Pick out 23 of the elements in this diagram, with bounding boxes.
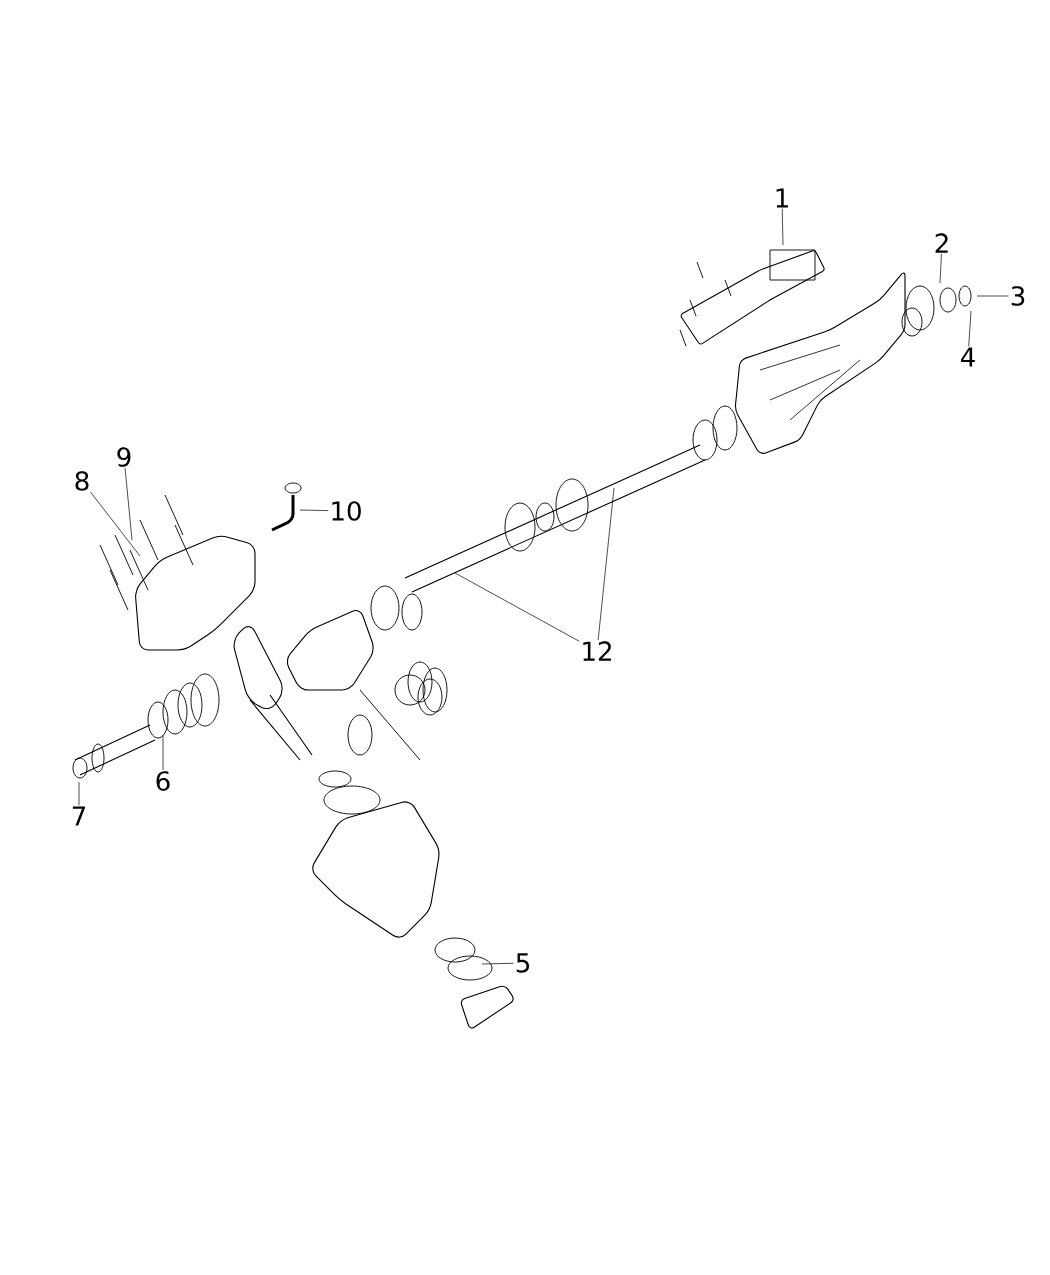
callout-number: 2 [935, 233, 948, 253]
leader-line [781, 208, 784, 246]
callout-number: 6 [156, 771, 170, 791]
leader-line [124, 467, 133, 541]
callout-number: 1 [776, 188, 788, 208]
leader-line [481, 962, 514, 965]
callout-number: 3 [1011, 286, 1025, 306]
callout-number: 4 [961, 347, 975, 367]
leader-line [976, 295, 1009, 297]
callout-number: 7 [72, 806, 86, 826]
leader-line [939, 253, 942, 284]
leader-line [968, 310, 972, 347]
callout-number: 9 [117, 447, 131, 467]
callout-number: 8 [75, 471, 89, 491]
leader-line [162, 734, 164, 771]
leader-line [90, 491, 141, 557]
leader-line [597, 487, 615, 641]
callout-number: 12 [583, 641, 611, 661]
leader-line [299, 509, 329, 511]
leader-line [78, 781, 80, 806]
leader-line [454, 572, 580, 642]
callout-number: 10 [332, 501, 361, 521]
callout-number: 5 [516, 953, 529, 973]
